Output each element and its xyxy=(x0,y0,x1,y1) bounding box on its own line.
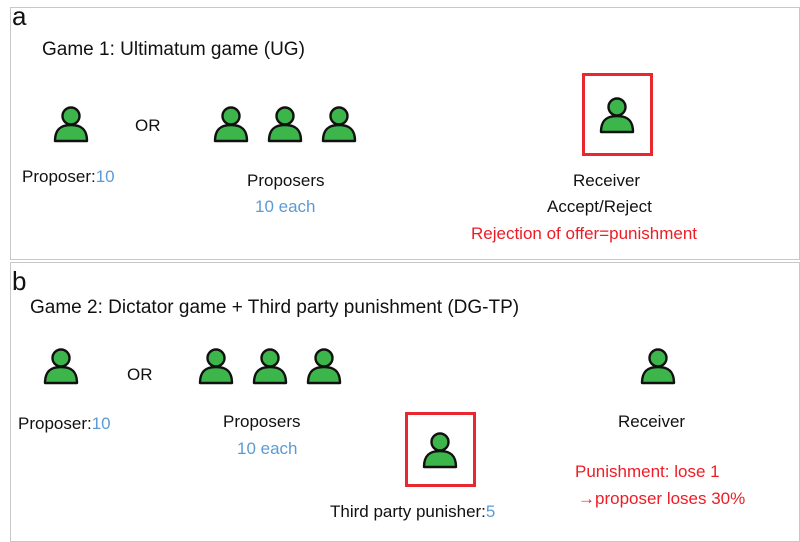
panel-a-receiver-action: Accept/Reject xyxy=(547,197,652,216)
receiver-highlight-box xyxy=(582,73,653,156)
person-icon xyxy=(265,105,305,143)
panel-a-proposers-label: Proposers xyxy=(247,171,325,190)
panel-a-or-label: OR xyxy=(135,116,161,135)
proposer-label: Proposer: xyxy=(22,167,96,186)
panel-a-proposers-value: 10 each xyxy=(255,197,316,216)
person-icon xyxy=(597,96,637,134)
punisher-highlight-box xyxy=(405,412,476,487)
panel-b-or-label: OR xyxy=(127,365,153,384)
person-icon xyxy=(304,347,344,385)
person-icon xyxy=(41,347,81,385)
panel-a-title: Game 1: Ultimatum game (UG) xyxy=(42,39,305,60)
proposer-value: 10 xyxy=(91,414,111,433)
panel-b-proposer: Proposer:10 xyxy=(18,415,111,432)
proposer-label: Proposer: xyxy=(18,414,92,433)
panel-b-receiver-label: Receiver xyxy=(618,412,686,431)
panel-b-proposers-value: 10 each xyxy=(237,439,298,458)
person-icon xyxy=(196,347,236,385)
panel-b-title: Game 2: Dictator game + Third party puni… xyxy=(30,297,520,318)
person-icon xyxy=(319,105,359,143)
person-icon xyxy=(638,347,678,385)
person-icon xyxy=(250,347,290,385)
panel-b-punisher: Third party punisher:5 xyxy=(330,503,495,520)
panel-b-punishment-line2: →proposer loses 30% xyxy=(578,489,746,508)
punisher-label: Third party punisher: xyxy=(330,502,486,521)
panel-b-punishment-line1: Punishment: lose 1 xyxy=(575,462,720,481)
person-icon xyxy=(420,431,460,469)
person-icon xyxy=(211,105,251,143)
panel-a-receiver-note: Rejection of offer=punishment xyxy=(471,224,698,243)
panel-b-proposers-label: Proposers xyxy=(223,412,301,431)
person-icon xyxy=(51,105,91,143)
punisher-value: 5 xyxy=(485,502,496,521)
panel-a-letter: a xyxy=(12,1,27,31)
proposer-value: 10 xyxy=(95,167,115,186)
panel-a-proposer: Proposer:10 xyxy=(22,168,115,185)
panel-b-letter: b xyxy=(12,266,27,296)
panel-a-receiver-label: Receiver xyxy=(573,171,641,190)
